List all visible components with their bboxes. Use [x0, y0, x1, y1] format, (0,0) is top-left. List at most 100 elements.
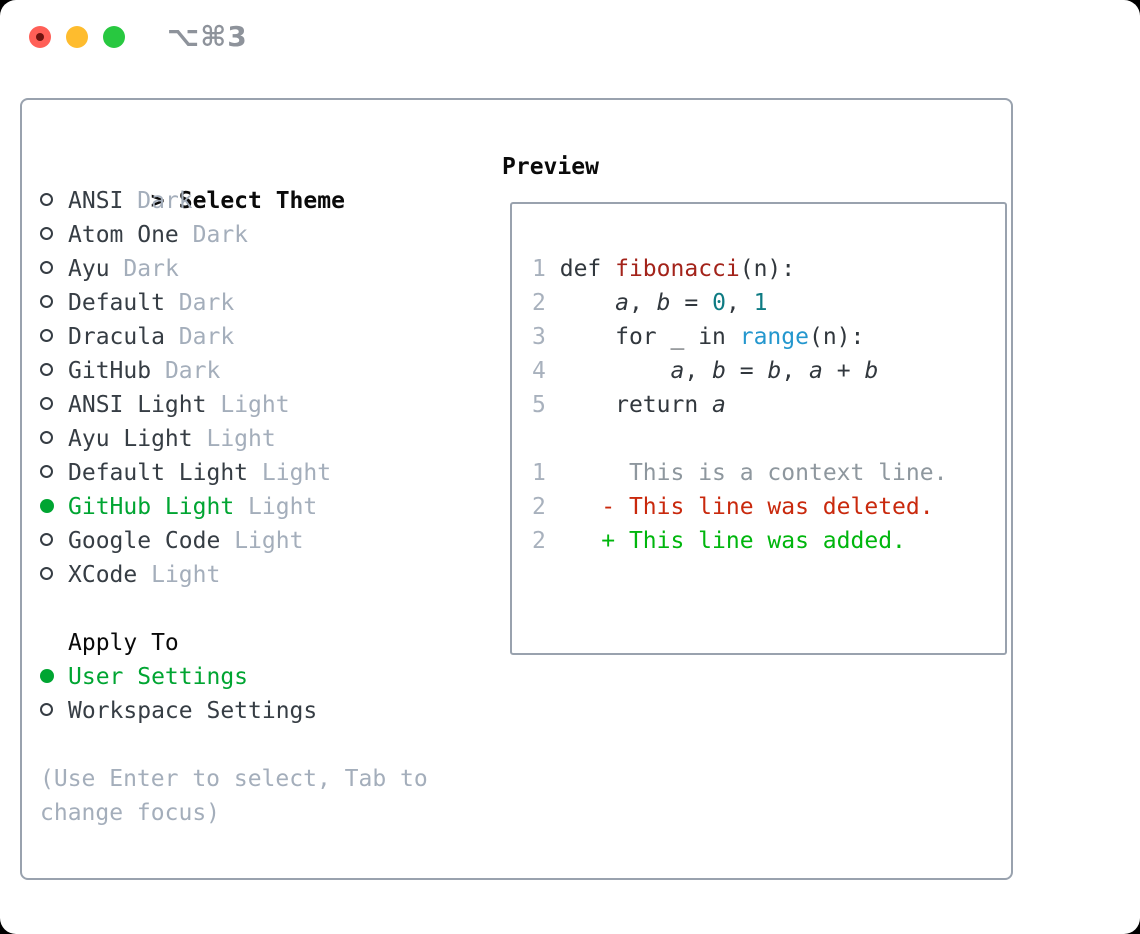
theme-name: ANSI	[68, 188, 124, 214]
theme-variant: Light	[206, 426, 276, 452]
radio-icon	[40, 533, 53, 546]
spacer	[40, 592, 490, 626]
code-token: b	[712, 358, 726, 384]
theme-variant: Dark	[123, 256, 179, 282]
code-token: a	[712, 392, 726, 418]
theme-variant: Light	[234, 528, 304, 554]
close-button[interactable]	[29, 26, 51, 48]
code-token: (n):	[739, 256, 796, 282]
theme-name: Default Light	[68, 460, 249, 486]
code-line: 2 a, b = 0, 1	[532, 286, 1005, 320]
line-number: 4	[532, 358, 546, 384]
theme-name: ANSI Light	[68, 392, 207, 418]
theme-option-ansi-light-light[interactable]: ANSI Light Light	[40, 388, 490, 422]
code-line: 5 return a	[532, 388, 1005, 422]
code-token: a	[809, 358, 823, 384]
code-token: b	[656, 290, 671, 316]
radio-selected-icon	[40, 668, 54, 683]
code-token	[560, 358, 671, 384]
theme-name: Ayu	[68, 256, 110, 282]
radio-icon	[40, 329, 53, 342]
line-number: 2	[532, 494, 546, 520]
theme-option-github-dark[interactable]: GitHub Dark	[40, 354, 490, 388]
diff-block: 1 This is a context line.2 - This line w…	[532, 456, 1005, 558]
theme-name: Dracula	[68, 324, 165, 350]
theme-option-default-dark[interactable]: Default Dark	[40, 286, 490, 320]
theme-option-google-code-light[interactable]: Google Code Light	[40, 524, 490, 558]
theme-name: Atom One	[68, 222, 179, 248]
theme-variant: Dark	[192, 222, 249, 248]
theme-name: GitHub	[68, 358, 152, 384]
line-number: 3	[532, 324, 546, 350]
code-token: ,	[781, 358, 810, 384]
radio-selected-icon	[40, 498, 54, 513]
code-token: =	[725, 358, 768, 384]
close-dot-icon	[36, 33, 44, 41]
theme-option-dracula-dark[interactable]: Dracula Dark	[40, 320, 490, 354]
select-theme-header: >Select Theme	[40, 150, 490, 214]
diff-line: 1 This is a context line.	[532, 456, 1005, 490]
window-titlebar: ⌥⌘3	[0, 0, 1140, 80]
theme-name: Ayu Light	[68, 426, 193, 452]
radio-icon	[40, 295, 53, 308]
code-token: a	[670, 358, 685, 384]
code-line: 1 def fibonacci(n):	[532, 252, 1005, 286]
radio-icon	[40, 567, 53, 580]
radio-icon	[40, 363, 53, 376]
line-number: 1	[532, 256, 546, 282]
theme-option-ayu-dark[interactable]: Ayu Dark	[40, 252, 490, 286]
code-token: range	[739, 324, 809, 350]
apply-option-user-settings[interactable]: User Settings	[40, 660, 490, 694]
theme-option-ayu-light-light[interactable]: Ayu Light Light	[40, 422, 490, 456]
preview-title: Preview	[502, 154, 599, 180]
theme-variant: Dark	[178, 290, 235, 316]
line-number: 5	[532, 392, 546, 418]
code-token: ,	[725, 290, 754, 316]
code-token: return	[559, 392, 713, 418]
diff-text: This is a context line.	[628, 460, 948, 486]
code-token: 1	[753, 290, 768, 316]
select-theme-title: Select Theme	[178, 188, 345, 214]
radio-icon	[40, 261, 53, 274]
code-token: +	[822, 358, 865, 384]
diff-line: 2 - This line was deleted.	[532, 490, 1005, 524]
line-number: 1	[532, 460, 546, 486]
theme-name: GitHub Light	[68, 494, 235, 520]
code-token	[560, 290, 615, 316]
apply-option-label: Workspace Settings	[68, 698, 318, 724]
diff-text: + This line was added.	[601, 528, 906, 554]
code-token: b	[767, 358, 782, 384]
theme-variant: Dark	[137, 188, 193, 214]
theme-option-github-light-light[interactable]: GitHub Light Light	[40, 490, 490, 524]
theme-option-atom-one-dark[interactable]: Atom One Dark	[40, 218, 490, 252]
radio-icon	[40, 193, 53, 206]
help-text: (Use Enter to select, Tab to change focu…	[40, 766, 428, 826]
radio-icon	[40, 703, 53, 716]
code-token: ,	[684, 358, 713, 384]
theme-option-ansi-dark[interactable]: ANSI Dark	[40, 184, 490, 218]
radio-icon	[40, 465, 53, 478]
code-token: fibonacci	[615, 256, 740, 282]
apply-option-workspace-settings[interactable]: Workspace Settings	[40, 694, 490, 728]
minimize-button[interactable]	[66, 26, 88, 48]
theme-variant: Dark	[178, 324, 235, 350]
radio-icon	[40, 227, 53, 240]
radio-icon	[40, 397, 53, 410]
code-token: for _ in	[559, 324, 740, 350]
theme-option-default-light-light[interactable]: Default Light Light	[40, 456, 490, 490]
theme-option-xcode-light[interactable]: XCode Light	[40, 558, 490, 592]
code-token: b	[864, 358, 879, 384]
theme-name: Default	[68, 290, 165, 316]
theme-variant: Light	[261, 460, 332, 486]
window-title: ⌥⌘3	[167, 20, 248, 53]
zoom-button[interactable]	[103, 26, 125, 48]
theme-variant: Light	[220, 392, 290, 418]
code-token: def	[559, 256, 616, 282]
code-token: =	[670, 290, 713, 316]
apply-option-label: User Settings	[68, 664, 249, 690]
line-number: 2	[532, 528, 546, 554]
